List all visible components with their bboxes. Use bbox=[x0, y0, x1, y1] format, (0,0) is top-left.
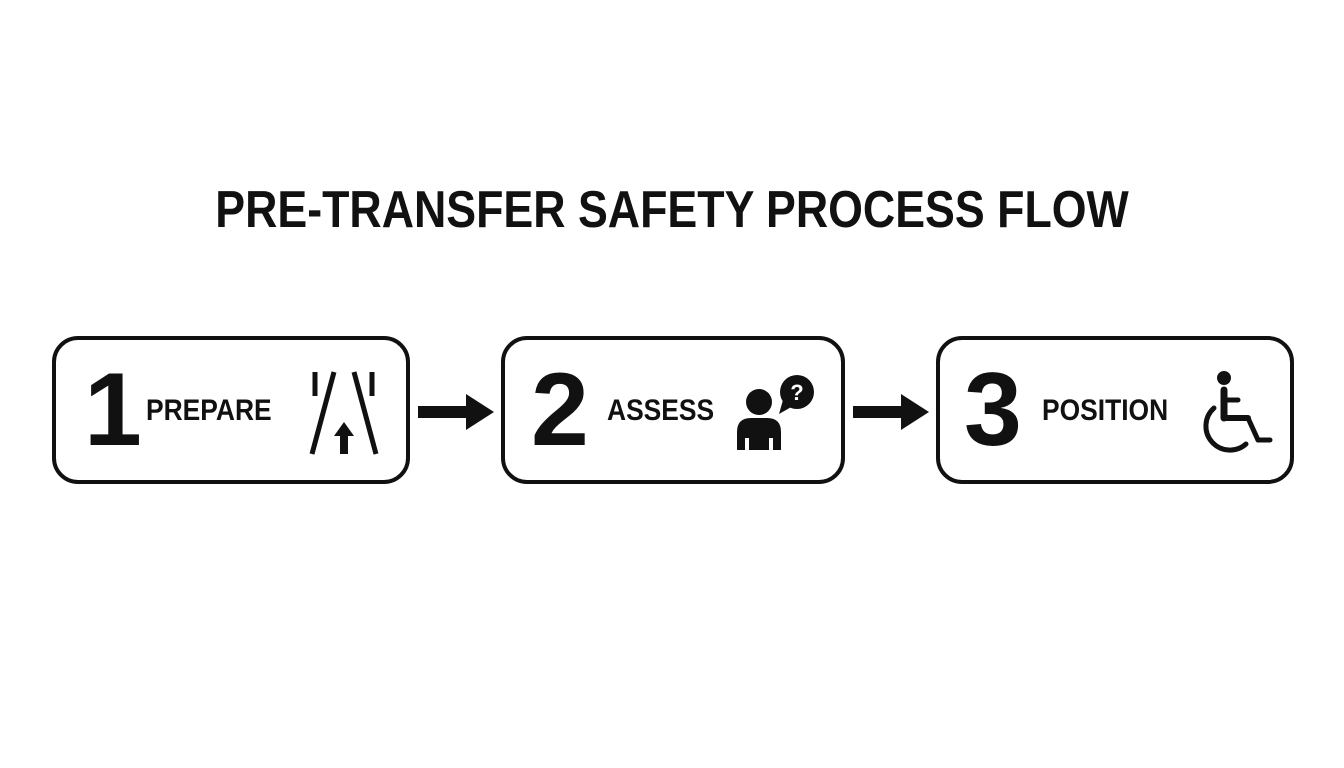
diagram-title: PRE-TRANSFER SAFETY PROCESS FLOW bbox=[215, 181, 1129, 239]
step-label: POSITION bbox=[1042, 394, 1169, 427]
person-question-icon: ? bbox=[733, 372, 823, 452]
step-box-prepare: 1 PREPARE bbox=[52, 336, 410, 484]
arrow-right-icon bbox=[853, 394, 929, 435]
road-arrow-icon bbox=[308, 366, 380, 458]
step-label: ASSESS bbox=[607, 394, 715, 427]
svg-text:?: ? bbox=[790, 380, 803, 405]
step-box-position: 3 POSITION bbox=[936, 336, 1294, 484]
arrow-right-icon bbox=[418, 394, 494, 435]
step-box-assess: 2 ASSESS ? bbox=[501, 336, 845, 484]
wheelchair-icon bbox=[1196, 368, 1276, 458]
step-number: 3 bbox=[964, 352, 1022, 468]
step-number: 2 bbox=[531, 352, 589, 468]
step-number: 1 bbox=[84, 352, 142, 468]
step-label: PREPARE bbox=[146, 394, 272, 427]
